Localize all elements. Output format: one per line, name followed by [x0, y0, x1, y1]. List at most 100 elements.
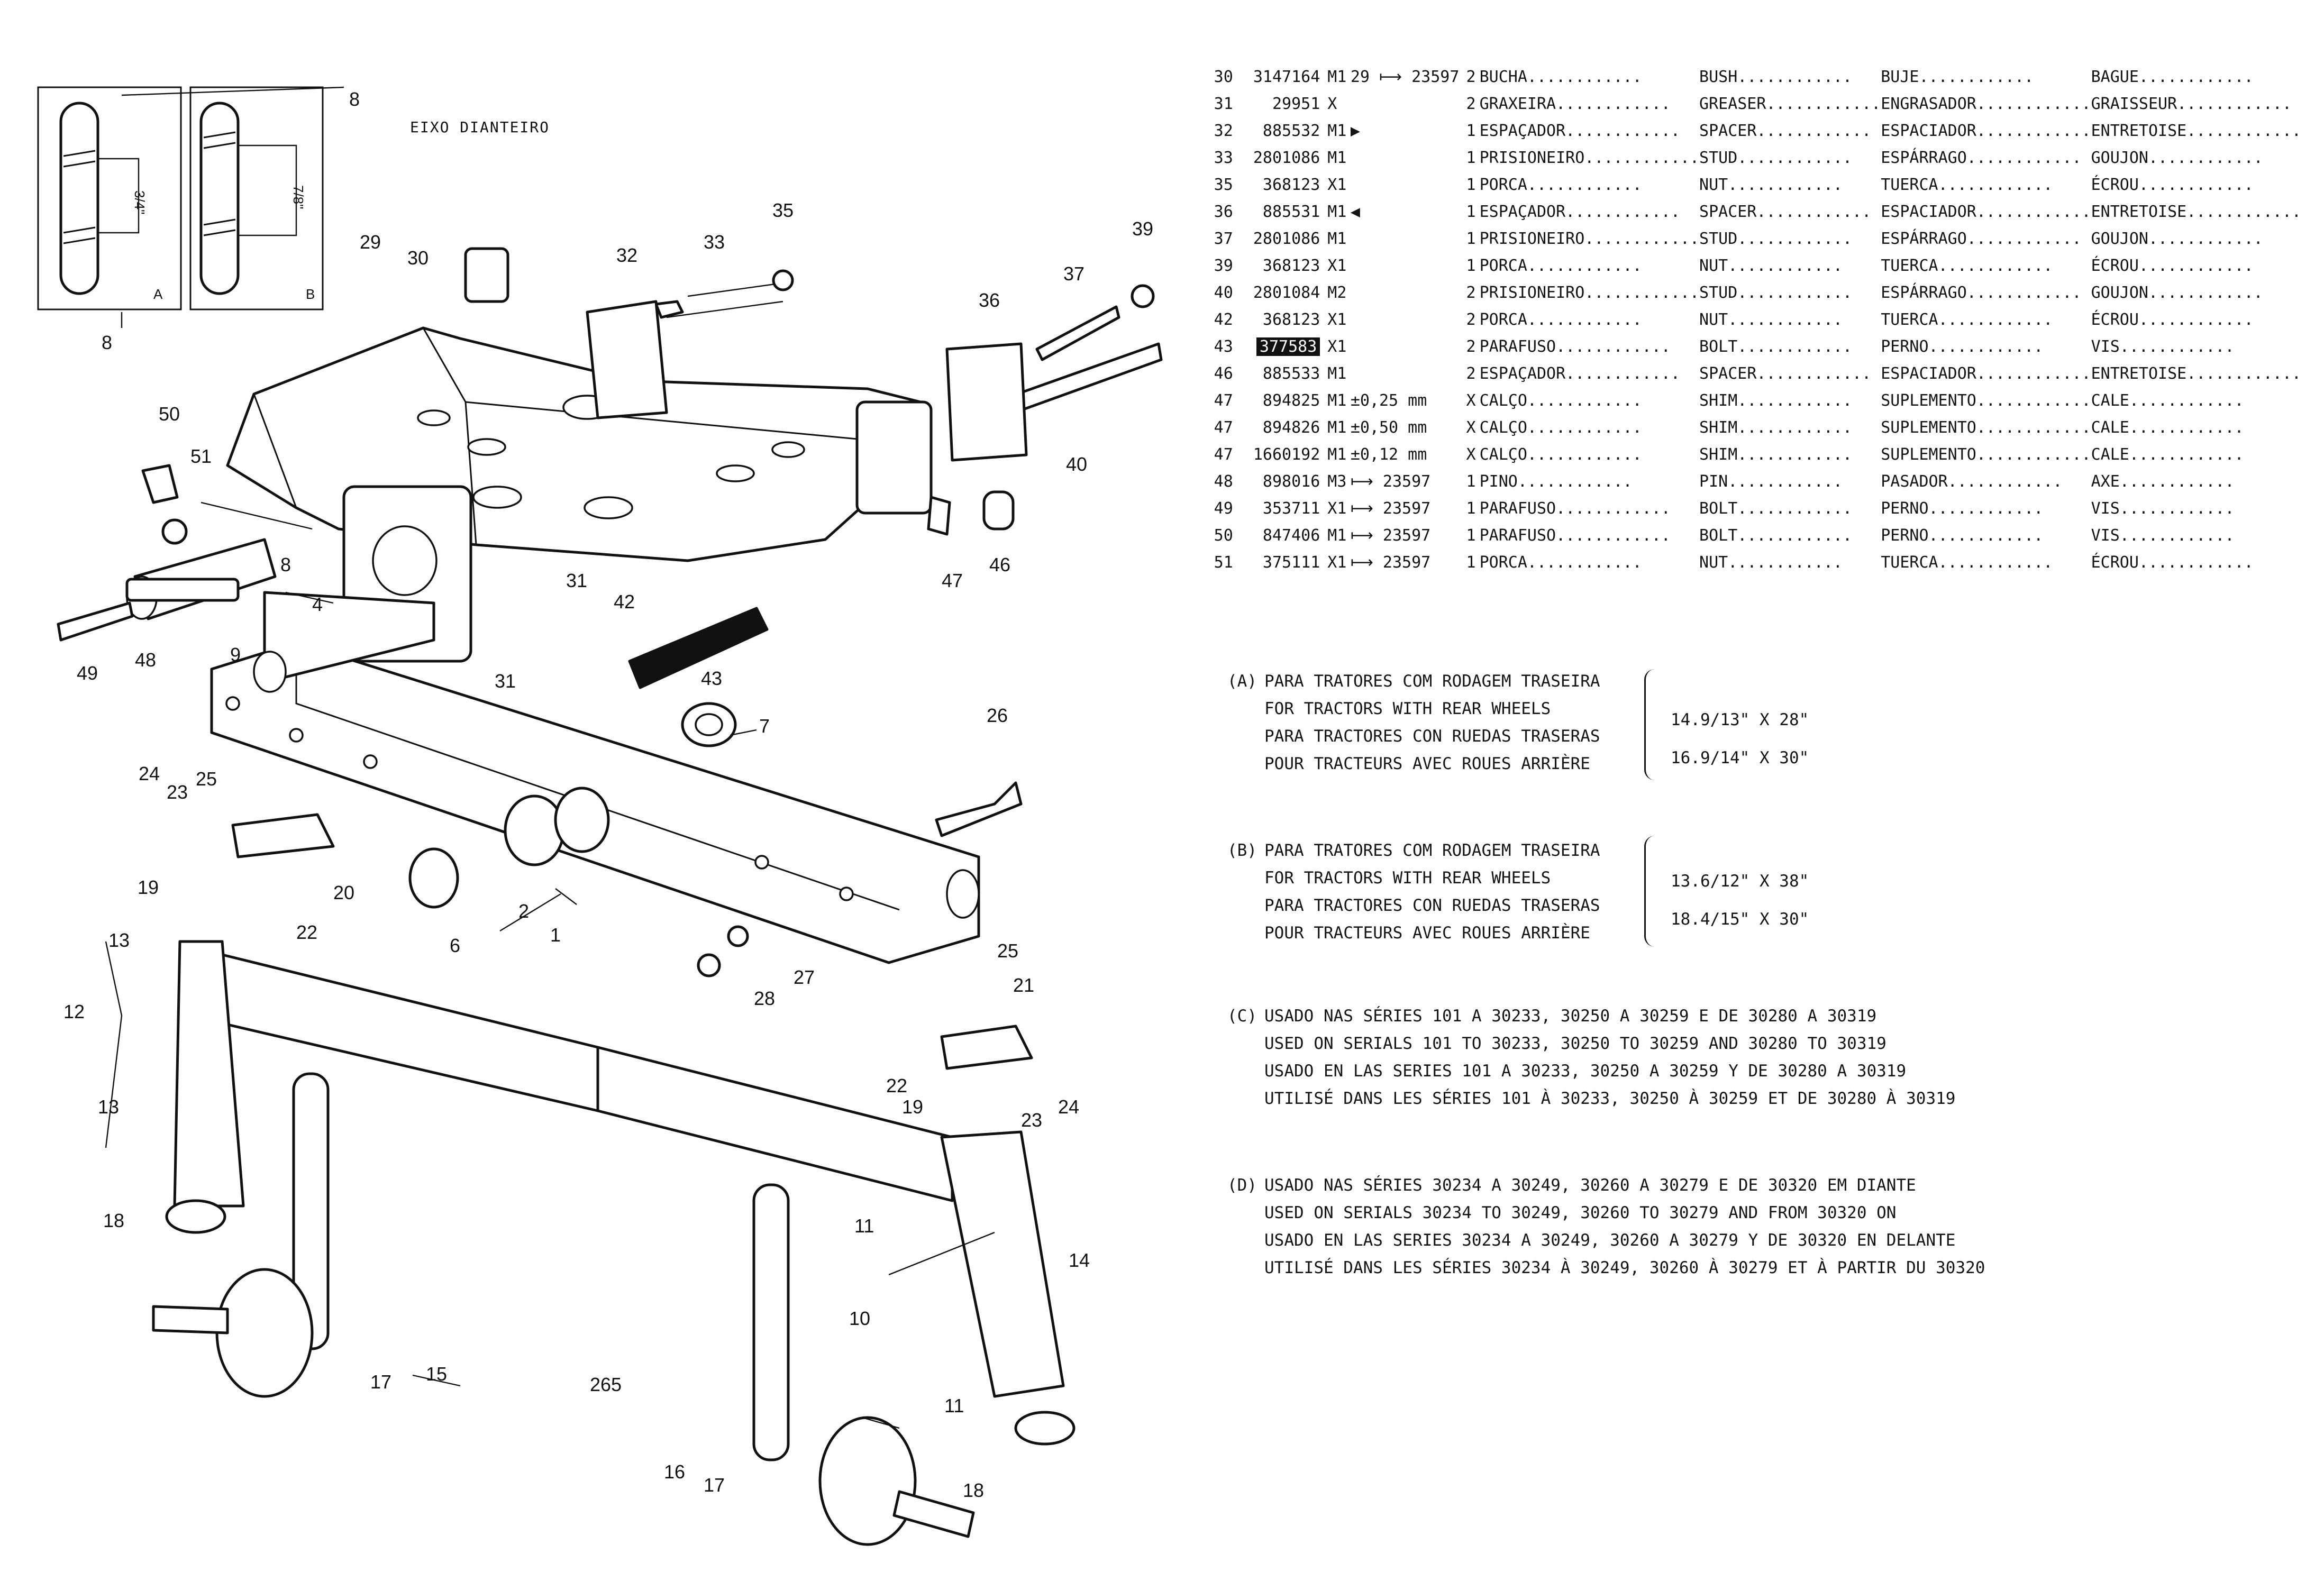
parts-row: 402801084M22PRISIONEIROSTUDESPÁRRAGOGOUJ… — [1211, 279, 2301, 306]
leader-dots — [1737, 149, 1852, 167]
parts-cell-serial: ⟼ 23597 — [1351, 468, 1463, 495]
callout-31: 31 — [495, 670, 516, 692]
parts-cell-fr: ÉCROU — [2091, 306, 2301, 333]
note-d-line: USED ON SERIALS 30234 TO 30249, 30260 TO… — [1264, 1203, 1897, 1222]
parts-fr-text: CALE — [2091, 391, 2129, 410]
leader-dots — [2186, 364, 2301, 383]
parts-ref-text: 47 — [1214, 418, 1233, 437]
parts-serial-text: ◀ — [1350, 203, 1360, 221]
parts-cell-qty: 2 — [1462, 90, 1479, 117]
leader-dots — [2139, 257, 2254, 275]
parts-qty-text: X — [1466, 445, 1476, 464]
parts-serial-text: ⟼ 23597 — [1350, 499, 1431, 518]
parts-cell-fr: VIS — [2091, 495, 2301, 522]
drawing-title: EIXO DIANTEIRO — [410, 118, 550, 136]
parts-cell-suffix: M1 — [1327, 441, 1351, 468]
parts-qty-text: X — [1466, 418, 1476, 437]
callout-48: 48 — [135, 649, 156, 671]
parts-part-text: 368123 — [1262, 310, 1320, 329]
note-d-tag: (D) — [1227, 1176, 1257, 1195]
parts-ref-text: 47 — [1214, 391, 1233, 410]
parts-pt-text: PARAFUSO — [1479, 499, 1556, 518]
parts-fr-text: GOUJON — [2091, 284, 2148, 302]
parts-cell-en: BOLT — [1699, 495, 1881, 522]
parts-pt-text: PORCA — [1479, 176, 1527, 194]
parts-fr-text: VIS — [2091, 499, 2120, 518]
leader-dots — [2129, 418, 2244, 437]
parts-cell-fr: ÉCROU — [2091, 549, 2301, 576]
parts-cell-en: STUD — [1699, 225, 1881, 252]
parts-serial-text: ⟼ 23597 — [1350, 553, 1431, 572]
parts-es-text: PERNO — [1881, 499, 1929, 518]
parts-cell-suffix: M1 — [1327, 144, 1351, 171]
parts-en-text: SHIM — [1699, 445, 1738, 464]
parts-en-text: SPACER — [1699, 122, 1757, 140]
parts-cell-ref: 31 — [1211, 90, 1249, 117]
parts-ref-text: 36 — [1214, 203, 1233, 221]
note-a-line: PARA TRATORES COM RODAGEM TRASEIRA — [1264, 672, 1600, 691]
leader-dots — [1976, 418, 2091, 437]
callout-27: 27 — [794, 966, 815, 988]
callout-42: 42 — [614, 591, 635, 613]
leader-dots — [1556, 499, 1671, 518]
parts-en-text: BOLT — [1699, 337, 1738, 356]
inset-b-dimension: 7/8" — [290, 185, 306, 209]
callout-28: 28 — [754, 988, 775, 1009]
note-b-tag: (B) — [1227, 841, 1257, 860]
callout-31: 31 — [566, 570, 587, 591]
parts-en-text: STUD — [1699, 284, 1738, 302]
parts-cell-es: SUPLEMENTO — [1881, 414, 2091, 441]
parts-cell-serial — [1351, 144, 1463, 171]
callout-17: 17 — [704, 1474, 725, 1496]
small-components — [57, 247, 1163, 977]
leader-dots — [1584, 284, 1699, 302]
parts-suffix-text: X1 — [1327, 553, 1347, 572]
parts-part-text: 1660192 — [1253, 445, 1320, 464]
parts-cell-serial: ◀ — [1351, 198, 1463, 225]
parts-cell-en: SHIM — [1699, 414, 1881, 441]
leader-dots — [1756, 203, 1871, 221]
callout-29: 29 — [360, 231, 381, 253]
leader-dots — [1929, 526, 2044, 545]
parts-row: 39368123X11PORCANUTTUERCAÉCROU — [1211, 252, 2301, 279]
note-b-sizes: 13.6/12" X 38" 18.4/15" X 30" — [1671, 862, 1809, 938]
parts-qty-text: 1 — [1466, 122, 1476, 140]
leader-dots — [2148, 230, 2263, 248]
parts-en-text: STUD — [1699, 149, 1738, 167]
parts-cell-es: PERNO — [1881, 522, 2091, 549]
parts-part-text: 885532 — [1262, 122, 1320, 140]
parts-cell-ref: 35 — [1211, 171, 1249, 198]
parts-cell-ref: 32 — [1211, 117, 1249, 144]
note-c-tag: (C) — [1227, 1007, 1257, 1026]
parts-cell-fr: VIS — [2091, 522, 2301, 549]
parts-row: 332801086M11PRISIONEIROSTUDESPÁRRAGOGOUJ… — [1211, 144, 2301, 171]
parts-cell-es: PERNO — [1881, 333, 2091, 360]
callout-13: 13 — [98, 1096, 119, 1118]
leader-dots — [2120, 337, 2235, 356]
callout-1: 1 — [550, 924, 561, 946]
note-a-line: PARA TRACTORES CON RUEDAS TRASERAS — [1264, 727, 1600, 746]
parts-serial-text: ⟼ 23597 — [1350, 526, 1431, 545]
parts-cell-suffix: X1 — [1327, 333, 1351, 360]
callout-25: 25 — [997, 940, 1018, 962]
parts-cell-part: 894825 — [1249, 387, 1328, 414]
leader-dots — [1584, 149, 1699, 167]
callout-35: 35 — [772, 199, 794, 221]
leader-dots — [1948, 472, 2063, 491]
parts-suffix-text: X — [1327, 95, 1337, 113]
inset-b-label: B — [306, 286, 315, 302]
parts-cell-fr: ENTRETOISE — [2091, 117, 2301, 144]
parts-cell-en: SHIM — [1699, 441, 1881, 468]
parts-cell-serial: ⟼ 23597 — [1351, 549, 1463, 576]
parts-cell-qty: 1 — [1462, 198, 1479, 225]
parts-es-text: TUERCA — [1881, 553, 1938, 572]
leader-dots — [2148, 149, 2263, 167]
parts-fr-text: GRAISSEUR — [2091, 95, 2177, 113]
leader-dots — [2177, 95, 2292, 113]
parts-cell-ref: 30 — [1211, 63, 1249, 90]
parts-pt-text: PRISIONEIRO — [1479, 149, 1585, 167]
parts-suffix-text: M1 — [1327, 526, 1347, 545]
